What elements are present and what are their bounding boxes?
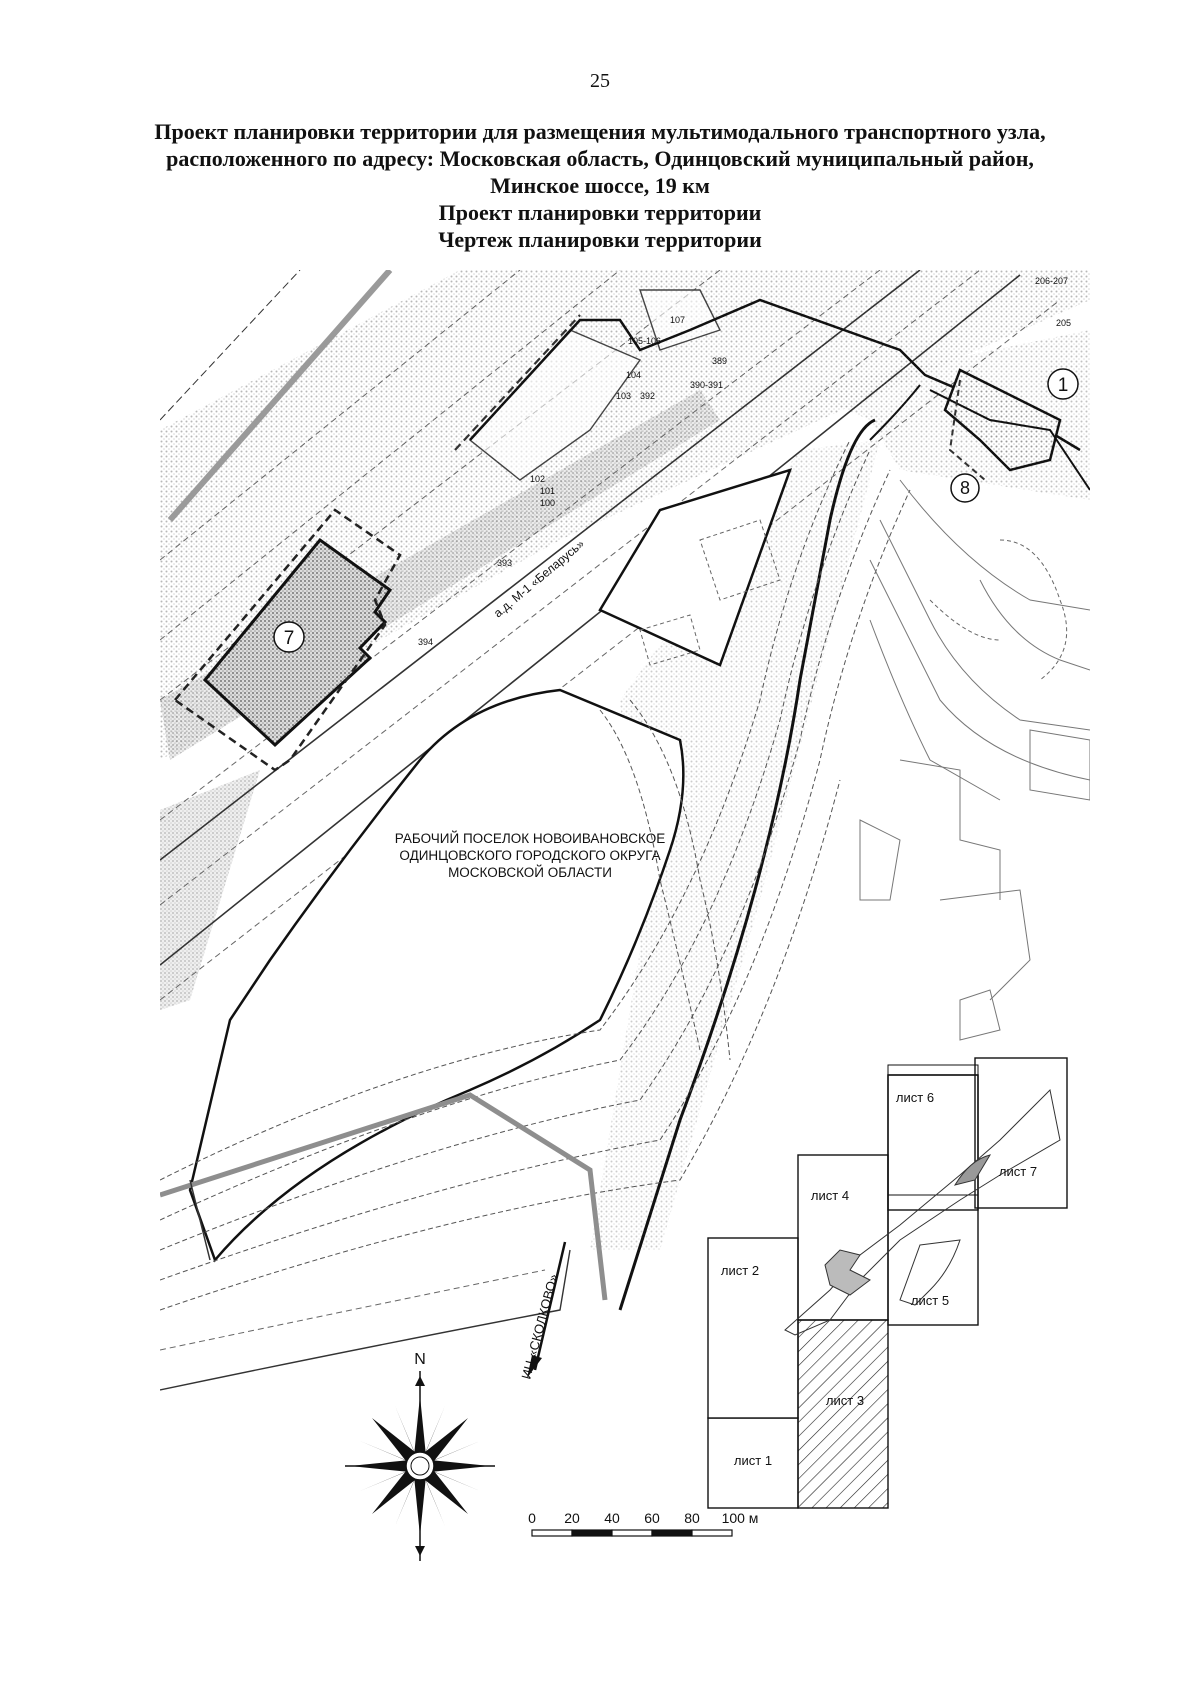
sheet-label-7: лист 7 <box>999 1164 1037 1179</box>
title-line-5: Чертеж планировки территории <box>438 227 762 252</box>
zone-marker-7: 7 <box>273 621 305 653</box>
svg-text:7: 7 <box>284 628 295 649</box>
sheet-label-6: лист 6 <box>896 1090 934 1105</box>
scale-tick: 40 <box>604 1510 620 1526</box>
point-label: 100 <box>540 498 555 508</box>
page-number: 25 <box>590 70 610 92</box>
point-label: 392 <box>640 391 655 401</box>
scale-end-label: 100 м <box>722 1510 759 1526</box>
point-label: 107 <box>670 315 685 325</box>
point-label: 104 <box>626 370 641 380</box>
point-label: 389 <box>712 356 727 366</box>
point-label: 105-106 <box>628 336 661 346</box>
sheet-index: лист 1 лист 2 лист 3 лист 4 лист 5 лист … <box>707 1057 1068 1509</box>
settlement-label-line-1: РАБОЧИЙ ПОСЕЛОК НОВОИВАНОВСКОЕ <box>395 831 665 846</box>
map-drawing <box>160 270 1090 1460</box>
settlement-label-line-2: ОДИНЦОВСКОГО ГОРОДСКОГО ОКРУГА <box>399 848 660 863</box>
zone-marker-1: 1 <box>1047 368 1079 400</box>
point-label: 205 <box>1056 318 1071 328</box>
sheet-label-1: лист 1 <box>734 1453 772 1468</box>
zone-marker-8: 8 <box>950 473 980 503</box>
scale-tick: 20 <box>564 1510 580 1526</box>
compass-rose: N <box>345 1351 495 1561</box>
title-line-3: Минское шоссе, 19 км <box>490 173 710 198</box>
point-label: 101 <box>540 486 555 496</box>
svg-text:1: 1 <box>1058 375 1069 396</box>
title-line-2: расположенного по адресу: Московская обл… <box>166 146 1034 171</box>
scale-tick: 0 <box>528 1510 536 1526</box>
scale-tick: 80 <box>684 1510 700 1526</box>
sheet-label-2: лист 2 <box>721 1263 759 1278</box>
point-label: 390-391 <box>690 380 723 390</box>
sheet-label-5: лист 5 <box>911 1293 949 1308</box>
point-label: 393 <box>497 558 512 568</box>
point-label: 394 <box>418 637 433 647</box>
sheet-label-3: лист 3 <box>826 1393 864 1408</box>
scale-bar: 0 20 40 60 80 100 м <box>528 1510 759 1537</box>
north-label: N <box>414 1351 426 1368</box>
point-label: 206-207 <box>1035 276 1068 286</box>
settlement-label-line-3: МОСКОВСКОЙ ОБЛАСТИ <box>448 865 612 880</box>
sheet-label-4: лист 4 <box>811 1188 849 1203</box>
title-line-4: Проект планировки территории <box>438 200 762 225</box>
point-labels: 206-207 205 107 105-106 389 104 390-391 … <box>418 276 1071 647</box>
svg-text:8: 8 <box>960 478 970 498</box>
title-line-1: Проект планировки территории для размеще… <box>154 119 1046 144</box>
document-title: Проект планировки территории для размеще… <box>80 118 1120 253</box>
point-label: 103 <box>616 391 631 401</box>
scale-tick: 60 <box>644 1510 660 1526</box>
point-label: 102 <box>530 474 545 484</box>
